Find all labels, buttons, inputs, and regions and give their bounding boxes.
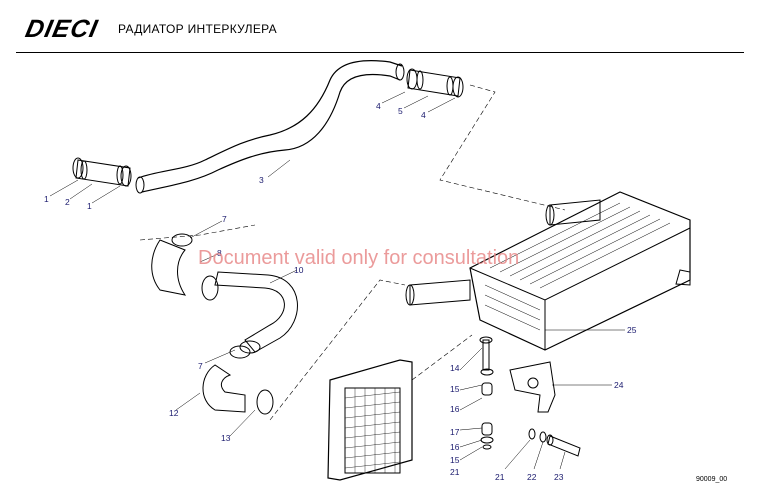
hose-8 — [151, 239, 187, 296]
hose-5-right — [407, 69, 461, 97]
page-title: РАДИАТОР ИНТЕРКУЛЕРА — [118, 22, 277, 36]
callout-1: 1 — [87, 201, 92, 211]
consultation-watermark: Document valid only for consultation — [198, 247, 520, 269]
pipe-3 — [137, 59, 403, 179]
callout-25: 25 — [627, 325, 637, 335]
callout-12: 12 — [169, 408, 179, 418]
callout-7: 7 — [222, 214, 227, 224]
callout-24: 24 — [614, 380, 624, 390]
callout-21: 21 — [450, 467, 460, 477]
callout-17: 17 — [450, 427, 460, 437]
pipe-10 — [214, 271, 298, 353]
callout-23: 23 — [554, 472, 564, 482]
radiator-frame — [327, 359, 413, 481]
callout-7: 7 — [198, 361, 203, 371]
page-header: DIECI РАДИАТОР ИНТЕРКУЛЕРА — [0, 0, 768, 54]
hose-12 — [202, 364, 246, 413]
header-divider — [16, 52, 744, 53]
document-number: 90009_00 — [696, 476, 728, 483]
callout-16: 16 — [450, 404, 460, 414]
callout-16: 16 — [450, 442, 460, 452]
callout-21: 21 — [495, 472, 505, 482]
callout-4: 4 — [421, 110, 426, 120]
callout-4: 4 — [376, 101, 381, 111]
callout-15: 15 — [450, 455, 460, 465]
intercooler-25 — [469, 191, 691, 351]
callout-1: 1 — [44, 194, 49, 204]
hose-2-left — [75, 159, 131, 187]
callout-14: 14 — [450, 363, 460, 373]
callout-2: 2 — [65, 197, 70, 207]
callout-5: 5 — [398, 106, 403, 116]
callout-3: 3 — [259, 175, 264, 185]
bracket-24 — [509, 361, 556, 413]
callout-22: 22 — [527, 472, 537, 482]
callout-15: 15 — [450, 384, 460, 394]
callout-13: 13 — [221, 433, 231, 443]
callout-8: 8 — [217, 248, 222, 258]
callout-10: 10 — [294, 265, 304, 275]
